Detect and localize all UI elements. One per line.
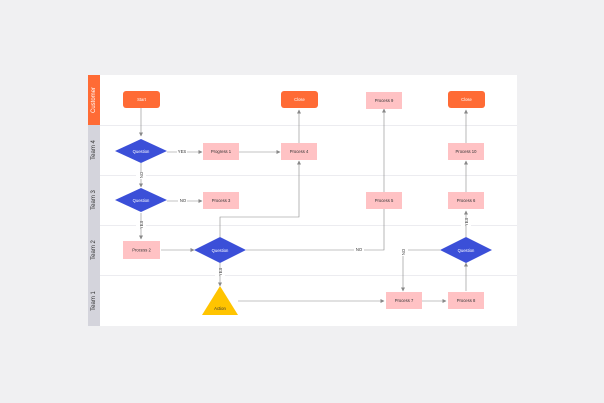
process-3-label: Process 3 [212,198,231,203]
decision-label: Question [133,149,150,154]
decision-node[interactable]: Question [194,237,246,263]
close-label: Close [294,97,305,102]
edge-label-yes: YES [464,218,469,227]
edge-label-no: NO [356,247,363,252]
decision-label: Question [458,248,475,253]
close-label: Close [461,97,472,102]
process-2-label: Process 2 [132,248,151,253]
process-6-label: Process 6 [457,198,476,203]
lane-divider [100,225,517,226]
action-node[interactable]: Action [202,286,238,315]
progress-1-node[interactable]: Progress 1 [203,143,239,160]
process-5-label: Process 5 [375,198,394,203]
edge-question2a-process5 [246,200,385,251]
flowchart-canvas: Customer Team 4 Team 3 Team 2 Team 1 [88,75,517,326]
process-10-label: Process 10 [456,149,478,154]
decision-node[interactable]: Question [440,237,492,263]
process-6-node[interactable]: Process 6 [448,192,484,209]
process-9-label: Process 9 [375,98,394,103]
lane-divider [100,125,517,126]
progress-1-label: Progress 1 [211,149,232,154]
edge-question2b-process7 [401,249,440,292]
edge-label-no: NO [401,248,406,255]
process-8-label: Process 8 [457,298,476,303]
process-2-node[interactable]: Process 2 [123,241,160,259]
process-5-node[interactable]: Process 5 [366,192,402,209]
edge-label-no: NO [180,198,187,203]
process-10-node[interactable]: Process 10 [448,143,484,160]
start-label: Start [137,97,147,102]
process-4-label: Process 4 [290,149,309,154]
edge-label-no: NO [139,171,144,178]
lane-team-1: Team 1 [88,275,100,326]
process-3-node[interactable]: Process 3 [203,192,239,209]
decision-label: Question [212,248,229,253]
process-8-node[interactable]: Process 8 [448,292,484,309]
process-9-node[interactable]: Process 9 [366,92,402,109]
close-node[interactable]: Close [448,91,485,108]
close-node[interactable]: Close [281,91,318,108]
lane-divider [100,175,517,176]
edge-label-yes: YES [218,268,223,277]
edge-question2a-process4 [219,160,301,237]
action-label: Action [214,306,226,311]
flow-diagram: YES NO NO YES YES NO NO YES Start Close … [115,91,492,315]
process-7-node[interactable]: Process 7 [386,292,422,309]
edge-label-yes: YES [178,149,187,154]
process-7-label: Process 7 [395,298,414,303]
decision-node[interactable]: Question [115,188,167,212]
lane-divider [100,275,517,276]
start-node[interactable]: Start [123,91,160,108]
edge-label-yes: YES [139,221,144,230]
process-4-node[interactable]: Process 4 [281,143,317,160]
decision-node[interactable]: Question [115,139,167,163]
decision-label: Question [133,198,150,203]
